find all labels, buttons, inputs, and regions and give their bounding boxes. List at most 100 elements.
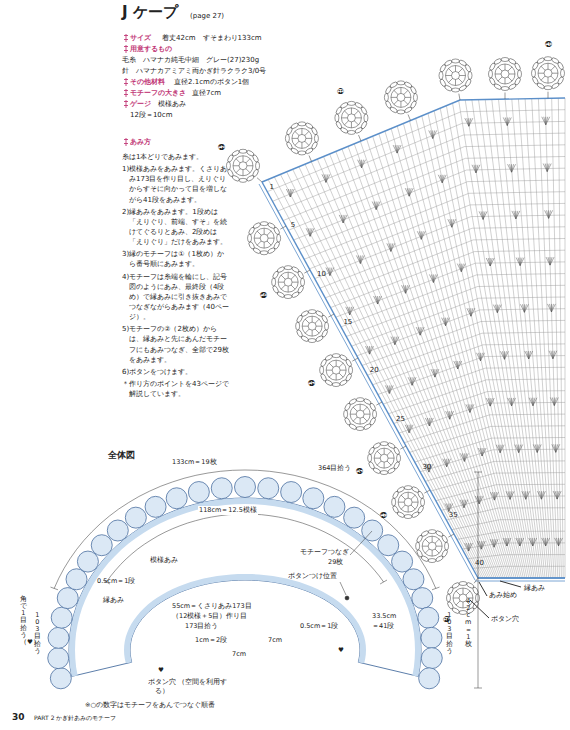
motif-stitch — [432, 550, 433, 556]
heading-mark — [124, 45, 128, 53]
fan-stitch — [370, 346, 374, 354]
motif-picot — [315, 310, 324, 317]
motif-picot — [239, 178, 247, 182]
motif-picot — [416, 542, 420, 550]
fan-stitch — [457, 264, 461, 272]
leader-line — [350, 531, 372, 555]
motif-stitch — [408, 506, 409, 512]
fan-stitch — [412, 377, 414, 385]
fan-stitch — [547, 164, 549, 172]
motif-stitch — [312, 316, 313, 322]
motif — [447, 578, 480, 615]
join-chain — [505, 93, 506, 100]
fan-stitch — [550, 257, 554, 265]
note-text: PART 2 かぎ針あみのモチーフ — [34, 714, 116, 723]
stitch-column — [565, 98, 566, 578]
motif-stitch — [377, 451, 381, 455]
fan-stitch — [525, 351, 529, 359]
fan-stitch — [409, 188, 413, 196]
note-text: 糸は1本どりであみます。 — [122, 152, 203, 162]
fan-stitch — [467, 118, 469, 126]
join-chain — [474, 578, 478, 583]
stitch-column — [492, 99, 545, 578]
motif-picot — [397, 81, 405, 85]
fan-stitch — [442, 175, 444, 183]
motif-ring — [260, 234, 268, 242]
motif — [392, 486, 430, 519]
fan-stitch — [524, 491, 526, 499]
fan-stitch — [429, 418, 433, 426]
row-number: 1 — [270, 182, 274, 192]
fan-stitch — [290, 189, 294, 197]
note-text: ボタン穴 （空間を利用する） — [148, 678, 233, 697]
fan-stitch — [531, 398, 533, 406]
motif-stitch — [394, 100, 398, 104]
fan-stitch — [446, 318, 450, 326]
motif-picot — [321, 314, 328, 323]
motif-picot — [417, 490, 424, 499]
stitch-column — [336, 152, 500, 579]
fan-stitch — [395, 145, 397, 153]
motif-stitch — [374, 458, 380, 459]
fan-stitch — [391, 243, 393, 251]
dimension-tick — [50, 587, 58, 590]
fan-stitch — [330, 268, 334, 276]
motif-picot — [246, 149, 255, 156]
fan-stitch — [533, 444, 537, 452]
fan-stitch — [545, 164, 547, 172]
motif-stitch — [401, 495, 405, 499]
motif-picot — [501, 87, 509, 91]
fan-stitch — [450, 219, 452, 227]
fan-stitch — [551, 304, 555, 312]
motif-picot — [508, 58, 517, 65]
motif — [416, 530, 454, 563]
edge-band — [69, 498, 421, 676]
section-heading: その他材料 — [130, 77, 165, 87]
motif-circle — [303, 488, 324, 509]
motif-picot — [344, 402, 351, 411]
motif-circle — [48, 627, 69, 648]
fan-stitch — [406, 285, 410, 293]
heading-mark — [124, 100, 128, 108]
motif-picot — [393, 446, 400, 455]
dimension-arc — [54, 470, 436, 588]
fan-stitch — [308, 228, 310, 236]
fan-stitch — [431, 369, 435, 377]
dimension-lines — [50, 470, 482, 688]
motif-stitch — [404, 90, 408, 94]
fan-stitch — [446, 318, 448, 326]
fan-stitch — [526, 491, 530, 499]
motif-picot — [273, 241, 280, 250]
motif-stitch — [354, 121, 358, 125]
join-chain — [280, 226, 286, 229]
fan-stitch — [456, 361, 458, 369]
fan-stitch — [445, 459, 447, 467]
fan-stitch — [537, 444, 541, 452]
motif-picot — [508, 83, 517, 90]
button-mark — [345, 596, 349, 600]
fan-stitch — [446, 411, 450, 419]
section-heading: ゲージ — [130, 99, 151, 109]
fan-stitch — [551, 351, 553, 359]
motif-ring — [495, 64, 515, 84]
motif-ring — [380, 454, 388, 462]
motif-stitch — [292, 138, 298, 139]
motif-picot — [489, 77, 496, 86]
motif-picot — [315, 335, 324, 342]
motif-picot — [305, 122, 314, 129]
fan-stitch — [350, 307, 354, 315]
motif-picot — [459, 611, 467, 615]
motif-picot — [368, 461, 375, 470]
join-chain — [459, 94, 460, 100]
fan-stitch — [343, 215, 345, 223]
fan-stitch — [425, 418, 429, 426]
motif-stitch — [236, 169, 240, 173]
motif-circle — [421, 627, 442, 648]
callout-number: ㉖ — [356, 467, 363, 477]
motif — [532, 57, 565, 98]
fan-stitch — [510, 491, 512, 499]
fan-stitch — [479, 541, 481, 549]
motif-picot — [311, 127, 318, 136]
motif-stitch — [264, 242, 265, 248]
motif-picot — [321, 329, 328, 338]
